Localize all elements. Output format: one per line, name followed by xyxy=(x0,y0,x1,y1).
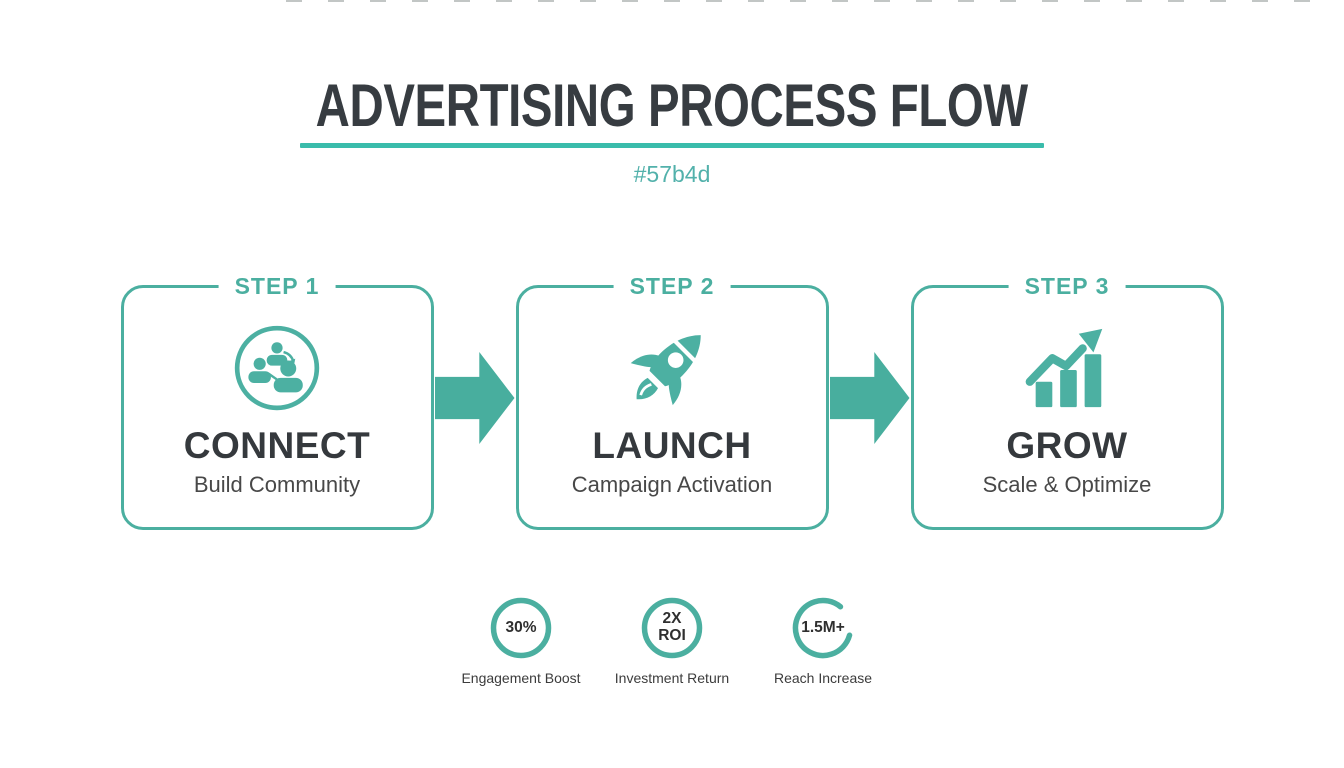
stats-row: 30% Engagement Boost 2X ROI Investment R… xyxy=(0,597,1344,686)
top-edge-artifact xyxy=(286,0,1334,2)
step-title: CONNECT xyxy=(183,425,371,466)
step-card-connect: STEP 1 CONNECT Build Community xyxy=(120,273,434,530)
stat-roi: 2X ROI Investment Return xyxy=(597,597,748,686)
stat-label: Reach Increase xyxy=(773,670,873,686)
stat-label: Investment Return xyxy=(614,670,730,686)
stat-value: 2X ROI xyxy=(641,597,703,659)
people-network-icon xyxy=(232,318,322,418)
stat-value: 30% xyxy=(505,618,537,636)
page-title: ADVERTISING PROCESS FLOW xyxy=(315,72,1029,139)
step-subtitle: Build Community xyxy=(193,471,361,497)
step-card-grow: STEP 3 GROW Scale & Optimize xyxy=(910,273,1224,530)
process-steps-row: STEP 1 CONNECT Build Community xyxy=(0,273,1344,530)
arrow-gap xyxy=(434,285,516,524)
stat-engagement: 30% Engagement Boost xyxy=(446,597,597,686)
stat-ring-icon: 1.5M+ xyxy=(792,597,854,659)
stat-ring-icon: 30% xyxy=(490,597,552,659)
stat-ring-icon: 2X ROI xyxy=(641,597,703,659)
stat-label: Engagement Boost xyxy=(461,670,581,686)
step-title: GROW xyxy=(1006,425,1128,466)
arrow-gap xyxy=(829,285,911,524)
rocket-icon xyxy=(622,318,722,418)
color-code-subtitle: #57b4d xyxy=(633,161,711,187)
step-subtitle: Scale & Optimize xyxy=(982,471,1152,497)
header: ADVERTISING PROCESS FLOW #57b4d xyxy=(0,0,1344,188)
step-subtitle: Campaign Activation xyxy=(571,471,773,497)
step-label: STEP 2 xyxy=(613,273,731,299)
growth-chart-icon xyxy=(1020,318,1114,418)
step-title: LAUNCH xyxy=(592,425,752,466)
step-label: STEP 3 xyxy=(1008,273,1126,299)
step-label: STEP 1 xyxy=(218,273,336,299)
flow-arrow-icon xyxy=(829,352,910,444)
stat-value-line: 2X xyxy=(662,610,682,628)
step-card-launch: STEP 2 LAUNCH Campaign Activation xyxy=(515,273,829,530)
stat-reach: 1.5M+ Reach Increase xyxy=(748,597,899,686)
title-underline xyxy=(300,143,1044,148)
stat-value-line: ROI xyxy=(658,627,686,644)
flow-arrow-icon xyxy=(434,352,515,444)
stat-value: 1.5M+ xyxy=(801,618,845,636)
